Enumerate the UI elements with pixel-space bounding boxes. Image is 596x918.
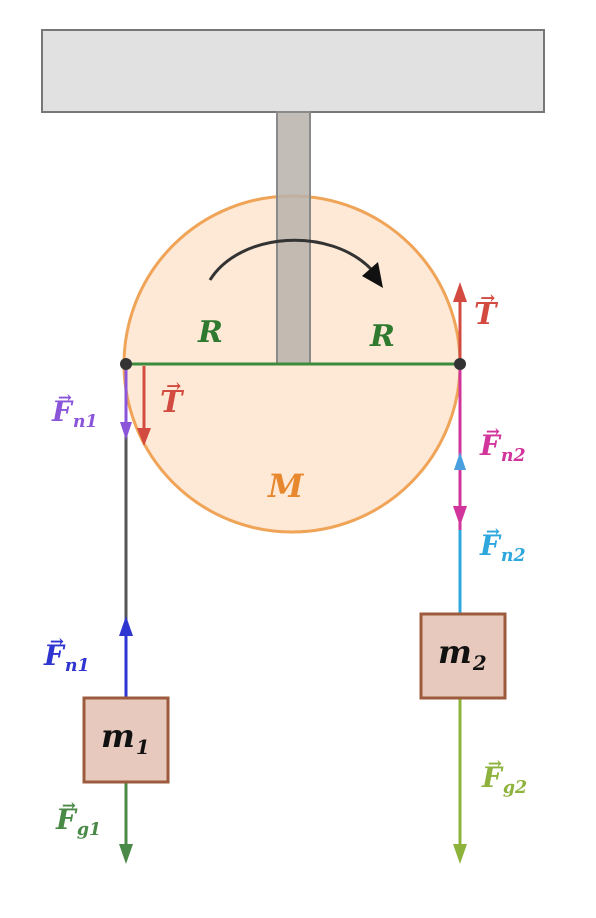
radius-label-right: R <box>370 319 395 354</box>
rotation-arrowhead-icon <box>362 262 383 288</box>
fn1-block-subscript: n1 <box>64 656 90 677</box>
fg2-subscript: g2 <box>502 778 528 799</box>
fn1-rope-label: →Fn1 <box>52 388 98 430</box>
vector-arrow-icon: → <box>166 376 181 398</box>
fn1-block-label: →Fn1 <box>44 632 90 674</box>
mass1-symbol: m <box>101 717 135 755</box>
fn2-block-subscript: n2 <box>500 546 526 567</box>
fn2-block-label: →Fn2 <box>480 522 526 564</box>
vector-arrow-icon: → <box>61 794 76 815</box>
mass1-subscript: 1 <box>135 734 150 759</box>
fg2-symbol: F <box>482 761 502 794</box>
fg2-label: →Fg2 <box>482 754 527 796</box>
fn1-rope-arrowhead-icon <box>120 422 132 440</box>
fn2-rope-arrowhead-icon <box>453 506 467 526</box>
fn2-rope-label: →Fn2 <box>480 422 526 464</box>
fn1-rope-subscript: n1 <box>72 412 98 433</box>
mass2-symbol: m <box>438 633 472 671</box>
fg1-symbol: F <box>56 803 76 836</box>
vector-arrow-icon: → <box>485 420 500 441</box>
vector-arrow-icon: → <box>485 520 500 541</box>
vector-arrow-icon: → <box>57 386 72 407</box>
fg1-subscript: g1 <box>76 820 102 841</box>
axle-rod <box>276 111 311 365</box>
fn2-rope-symbol: F <box>480 429 500 462</box>
tension-right-arrowhead-icon <box>453 282 467 302</box>
vector-arrow-icon: → <box>49 630 64 651</box>
vector-arrow-icon: → <box>480 288 495 310</box>
fn1-rope-symbol: F <box>52 395 72 428</box>
tension-right-symbol: T <box>474 297 497 332</box>
fn2-rope-subscript: n2 <box>500 446 526 467</box>
ceiling <box>41 29 545 113</box>
tension-left-label: →T <box>160 378 183 420</box>
contact-point-left <box>120 358 132 370</box>
tension-left-arrowhead-icon <box>137 428 151 446</box>
radius-label-left: R <box>198 315 223 350</box>
mass1-label: m1 <box>101 717 150 757</box>
contact-point-right <box>454 358 466 370</box>
fg1-label: →Fg1 <box>56 796 101 838</box>
tension-left-symbol: T <box>160 385 183 420</box>
mass2-label: m2 <box>438 633 487 673</box>
vector-arrow-icon: → <box>487 752 502 773</box>
fn1-block-arrowhead-icon <box>119 616 133 636</box>
fg1-arrowhead-icon <box>119 844 133 864</box>
mass2-subscript: 2 <box>472 650 487 675</box>
block-m1 <box>82 696 170 784</box>
block-m2 <box>419 612 507 700</box>
rotation-arrow <box>208 238 374 281</box>
fn1-block-symbol: F <box>44 639 64 672</box>
pulley-mass-label: M <box>268 467 304 505</box>
tension-right-label: →T <box>474 290 497 332</box>
fg2-arrowhead-icon <box>453 844 467 864</box>
fn2-block-symbol: F <box>480 529 500 562</box>
fn2-block-arrowhead-icon <box>454 452 466 470</box>
